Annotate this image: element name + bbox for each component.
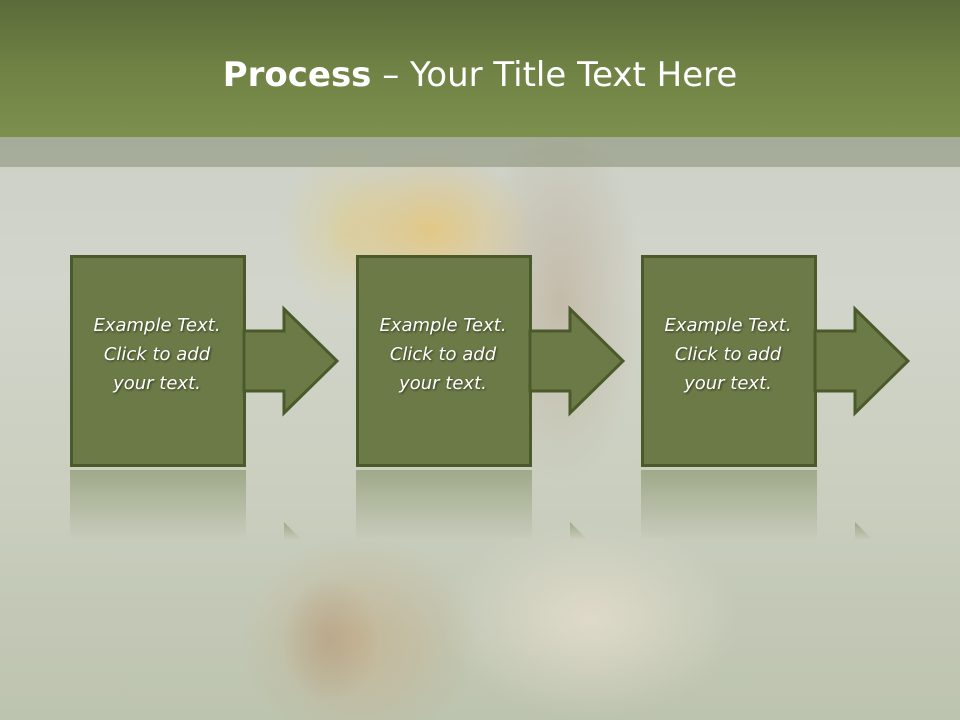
step-text-line: Example Text. [664,315,792,336]
step-text-line: Click to add [389,344,497,365]
process-step-3[interactable]: Example Text. Click to add your text. [641,255,921,467]
header-band [0,137,960,167]
step-3-shape [641,255,911,467]
step-3-reflection [641,470,873,540]
step-3-text[interactable]: Example Text. Click to add your text. [641,311,815,398]
step-2-reflection [356,470,588,540]
step-1-reflection [70,470,302,540]
step-1-text[interactable]: Example Text. Click to add your text. [70,311,244,398]
process-step-2[interactable]: Example Text. Click to add your text. [356,255,636,467]
title-bar: Process – Your Title Text Here [0,0,960,137]
step-text-line: Click to add [674,344,782,365]
step-text-line: Example Text. [379,315,507,336]
step-text-line: Click to add [103,344,211,365]
step-2-text[interactable]: Example Text. Click to add your text. [356,311,530,398]
arrow-right-icon [528,305,626,417]
slide-title[interactable]: Process – Your Title Text Here [0,52,960,98]
step-2-box [356,255,532,467]
step-1-shape [70,255,340,467]
step-3-box [641,255,817,467]
title-bold-text: Process [222,55,372,95]
step-1-box [70,255,246,467]
title-rest-text: – Your Title Text Here [371,55,738,95]
arrow-right-icon [242,305,340,417]
step-text-line: your text. [399,373,487,394]
arrow-right-icon [813,305,911,417]
step-text-line: Example Text. [93,315,221,336]
process-step-1[interactable]: Example Text. Click to add your text. [70,255,350,467]
step-text-line: your text. [684,373,772,394]
step-2-shape [356,255,626,467]
step-text-line: your text. [113,373,201,394]
